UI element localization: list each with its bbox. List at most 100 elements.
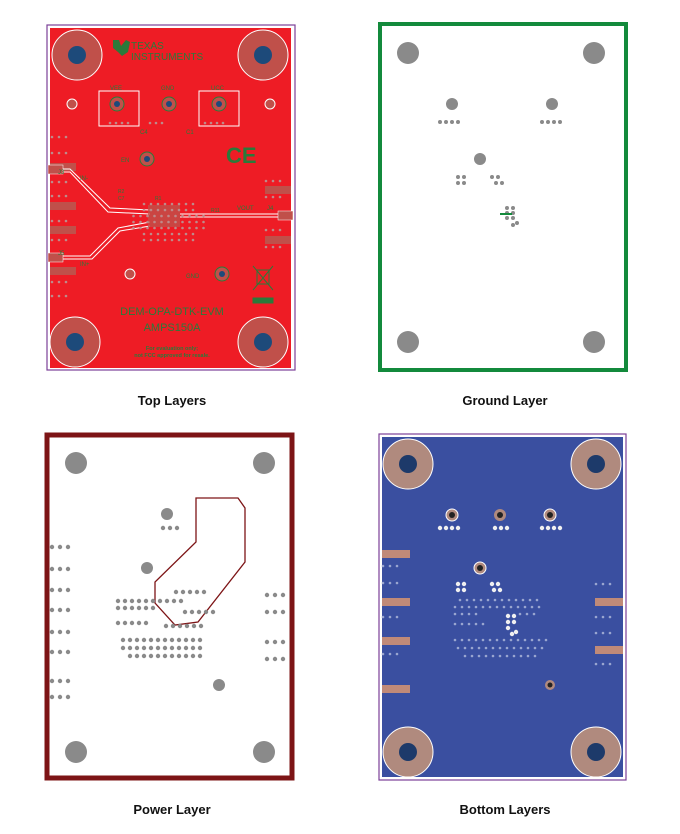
- via: [458, 598, 462, 602]
- via: [146, 220, 149, 224]
- via: [191, 623, 197, 629]
- via: [511, 619, 517, 625]
- via: [177, 623, 183, 629]
- via: [57, 694, 63, 700]
- via: [57, 280, 61, 284]
- via: [57, 135, 61, 139]
- via: [170, 623, 176, 629]
- via: [170, 202, 174, 206]
- via: [183, 637, 189, 643]
- via: [601, 662, 605, 666]
- via: [149, 208, 153, 212]
- via: [160, 121, 164, 125]
- via: [127, 653, 133, 659]
- via: [526, 646, 530, 650]
- via: [57, 566, 63, 572]
- via: [49, 566, 55, 572]
- via: [512, 646, 516, 650]
- via: [456, 120, 460, 124]
- via-grid: [49, 525, 286, 700]
- via: [184, 232, 188, 236]
- via: [453, 622, 457, 626]
- via: [174, 214, 177, 218]
- via: [488, 605, 492, 609]
- via: [525, 612, 529, 616]
- via: [190, 637, 196, 643]
- label-r11: R11: [211, 208, 220, 214]
- via: [141, 645, 147, 651]
- via: [462, 181, 466, 185]
- via: [278, 195, 282, 199]
- via: [539, 525, 545, 531]
- via: [511, 223, 515, 227]
- via: [184, 202, 188, 206]
- via: [122, 598, 128, 604]
- via: [511, 216, 515, 220]
- via: [190, 645, 196, 651]
- via: [481, 622, 485, 626]
- via: [210, 609, 216, 615]
- via: [120, 121, 124, 125]
- via: [154, 121, 158, 125]
- via: [187, 589, 193, 595]
- via: [143, 598, 149, 604]
- via: [136, 598, 142, 604]
- via: [195, 220, 198, 224]
- via: [57, 629, 63, 635]
- via: [278, 245, 282, 249]
- via: [202, 214, 205, 218]
- top-copper: [50, 28, 291, 368]
- via: [188, 220, 191, 224]
- via: [191, 238, 195, 242]
- ground-layer-panel: [378, 22, 628, 372]
- via: [65, 649, 71, 655]
- via: [462, 175, 466, 179]
- via: [264, 195, 268, 199]
- via: [65, 544, 71, 550]
- via: [474, 622, 478, 626]
- via: [64, 151, 68, 155]
- via: [171, 598, 177, 604]
- via: [608, 582, 612, 586]
- via: [488, 638, 492, 642]
- via: [64, 180, 68, 184]
- via: [57, 180, 61, 184]
- via: [494, 181, 498, 185]
- via: [498, 654, 502, 658]
- via: [65, 607, 71, 613]
- via: [209, 121, 213, 125]
- via: [136, 605, 142, 611]
- via: [184, 623, 190, 629]
- via: [134, 637, 140, 643]
- via: [264, 179, 268, 183]
- via: [552, 120, 556, 124]
- label-r2: R2: [118, 189, 125, 195]
- via: [177, 238, 181, 242]
- via: [516, 638, 520, 642]
- via: [460, 638, 464, 642]
- via: [202, 226, 205, 230]
- label-j5: J5: [58, 251, 65, 257]
- via: [195, 226, 198, 230]
- via: [177, 208, 181, 212]
- via: [184, 208, 188, 212]
- via: [163, 623, 169, 629]
- board-id: AMPS150A: [144, 322, 202, 334]
- label-r1: R1: [155, 196, 162, 202]
- via: [65, 566, 71, 572]
- via: [438, 120, 442, 124]
- via: [221, 121, 225, 125]
- via: [532, 612, 536, 616]
- via: [264, 592, 270, 598]
- via: [141, 637, 147, 643]
- via: [64, 219, 68, 223]
- via-grid: [381, 525, 612, 666]
- via: [202, 220, 205, 224]
- via: [594, 582, 598, 586]
- via: [57, 649, 63, 655]
- via: [132, 214, 135, 218]
- via: [64, 294, 68, 298]
- via: [505, 646, 509, 650]
- via: [444, 120, 448, 124]
- via: [49, 629, 55, 635]
